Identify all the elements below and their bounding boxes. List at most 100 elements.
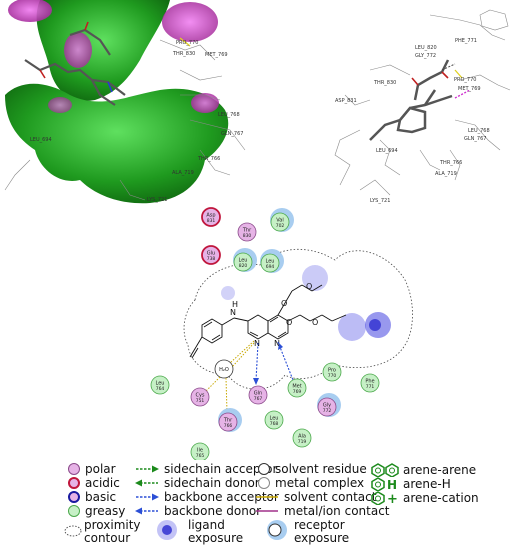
legend-metal-ion-contact: metal/ion contact (254, 505, 390, 517)
legend-backbone-donor: backbone donor (134, 505, 261, 517)
residue-name: Gln (254, 391, 262, 397)
solvent-contacts (203, 340, 255, 413)
water-label: H₂O (219, 367, 229, 373)
stick-label: LEU_694 (376, 148, 398, 154)
polar-swatch-icon (68, 463, 80, 475)
legend-sidechain-acceptor: sidechain acceptor (134, 463, 277, 475)
residue-circle (248, 385, 268, 405)
legend-receptor-exposure: receptor exposure (266, 519, 349, 545)
residue-name: Asp (206, 213, 215, 219)
legend-sidechain-donor: sidechain donor (134, 477, 260, 489)
solvent-residue-swatch-icon (258, 463, 270, 475)
residue-number: 767 (254, 396, 263, 402)
residue-circle (264, 410, 284, 430)
ligand-exposure-icon (157, 520, 177, 540)
interaction-diagram-svg: N H N N O O O O H₂O Asp831Glu738Thr830Le… (128, 207, 413, 462)
residue-circle (360, 373, 380, 393)
atom-n: N (274, 339, 280, 348)
atom-h: H (232, 300, 238, 309)
residue-name: Glu (207, 251, 215, 257)
surface-label: ALA_719 (172, 170, 194, 176)
legend-ligand-exposure: ligand exposure (156, 519, 243, 545)
stick-label: ALA_719 (435, 171, 457, 177)
residue-name: Val (276, 218, 284, 224)
atom-n: N (254, 339, 260, 348)
surface-patch-magenta (191, 93, 219, 113)
legend-metal-complex: metal complex (258, 477, 364, 489)
residue-circle (233, 252, 253, 272)
stick-label: PHE_771 (455, 38, 477, 44)
atom-o: O (281, 299, 287, 308)
residue-name: Ile (197, 448, 203, 454)
residue-number: 766 (224, 423, 233, 429)
protein-wires (334, 9, 511, 196)
stick-label: GLY_772 (415, 53, 436, 59)
residue-number: 751 (196, 398, 205, 404)
stick-label: ASP_831 (335, 98, 357, 104)
receptor-surface-upper (36, 0, 171, 101)
ligand-exposure-halo (221, 286, 235, 300)
ligand-exposure-halo (369, 319, 381, 331)
sulfur-stick (454, 69, 463, 79)
residue-circle (218, 412, 238, 432)
legend-backbone-acceptor: backbone acceptor (134, 491, 279, 503)
backbone-hbonds (255, 341, 294, 382)
hbond-dashed (441, 63, 456, 71)
receptor-surface-lower (5, 83, 229, 204)
residue-name: Met (292, 384, 301, 390)
stick-label: LEU_820 (415, 45, 437, 51)
sidechain-acceptor-arrow-icon (136, 465, 159, 473)
residue-circle (270, 212, 290, 232)
arene-arene-icon (371, 463, 399, 477)
water-molecule (214, 359, 234, 379)
legend-solvent-residue: solvent residue (258, 463, 367, 475)
metal-ion-contact-line-icon (256, 510, 278, 512)
residue-name: Pro (328, 368, 336, 374)
legend-arene-arene: arene-arene (370, 463, 476, 477)
legend-basic: basic (68, 491, 116, 503)
surface-patch-magenta (64, 32, 92, 68)
atom-n: N (230, 308, 236, 317)
residue-circle (292, 428, 312, 448)
residue-circle (287, 378, 307, 398)
surface-label: LYS_721 (147, 197, 167, 203)
residue-name: Leu (156, 381, 165, 387)
protein-wires (4, 39, 246, 201)
residue-name: Leu (270, 416, 279, 422)
acidic-swatch-icon (68, 477, 80, 489)
surface-label: GLN_767 (221, 131, 243, 137)
residue-name: Gly (323, 403, 331, 409)
surface-label: LEU_768 (218, 112, 240, 118)
residue-circle (317, 397, 337, 417)
legend-greasy: greasy (68, 505, 125, 517)
stick-label: PRO_770 (454, 77, 476, 83)
ligand-exposure-halo (338, 313, 366, 341)
stick-label: MET_769 (458, 86, 481, 92)
legend-proximity: proximity contour (64, 519, 141, 545)
surface-patch-magenta (48, 97, 72, 113)
legend: polar acidic basic greasy proximity cont… (58, 460, 519, 550)
residue-number: 702 (276, 223, 285, 229)
stick-view-svg: PHE_771 LEU_820 GLY_772 PRO_770 THR_830 … (334, 9, 511, 204)
residue-circle (237, 222, 257, 242)
ligand-sticks (24, 28, 126, 106)
stick-view-panel: PHE_771 LEU_820 GLY_772 PRO_770 THR_830 … (330, 0, 519, 205)
solvent-contact-line-icon (256, 496, 278, 498)
residue-name: Cys (195, 393, 204, 399)
surface-label: PRO_770 (176, 40, 198, 46)
arene-h-icon: H (371, 477, 397, 491)
surface-label: THR_766 (197, 156, 220, 162)
ligand-sticks (369, 59, 453, 141)
residue-number: 738 (207, 256, 216, 262)
stick-label: GLN_767 (464, 136, 486, 142)
residue-number: 831 (207, 218, 216, 224)
stick-label: THR_766 (439, 160, 462, 166)
